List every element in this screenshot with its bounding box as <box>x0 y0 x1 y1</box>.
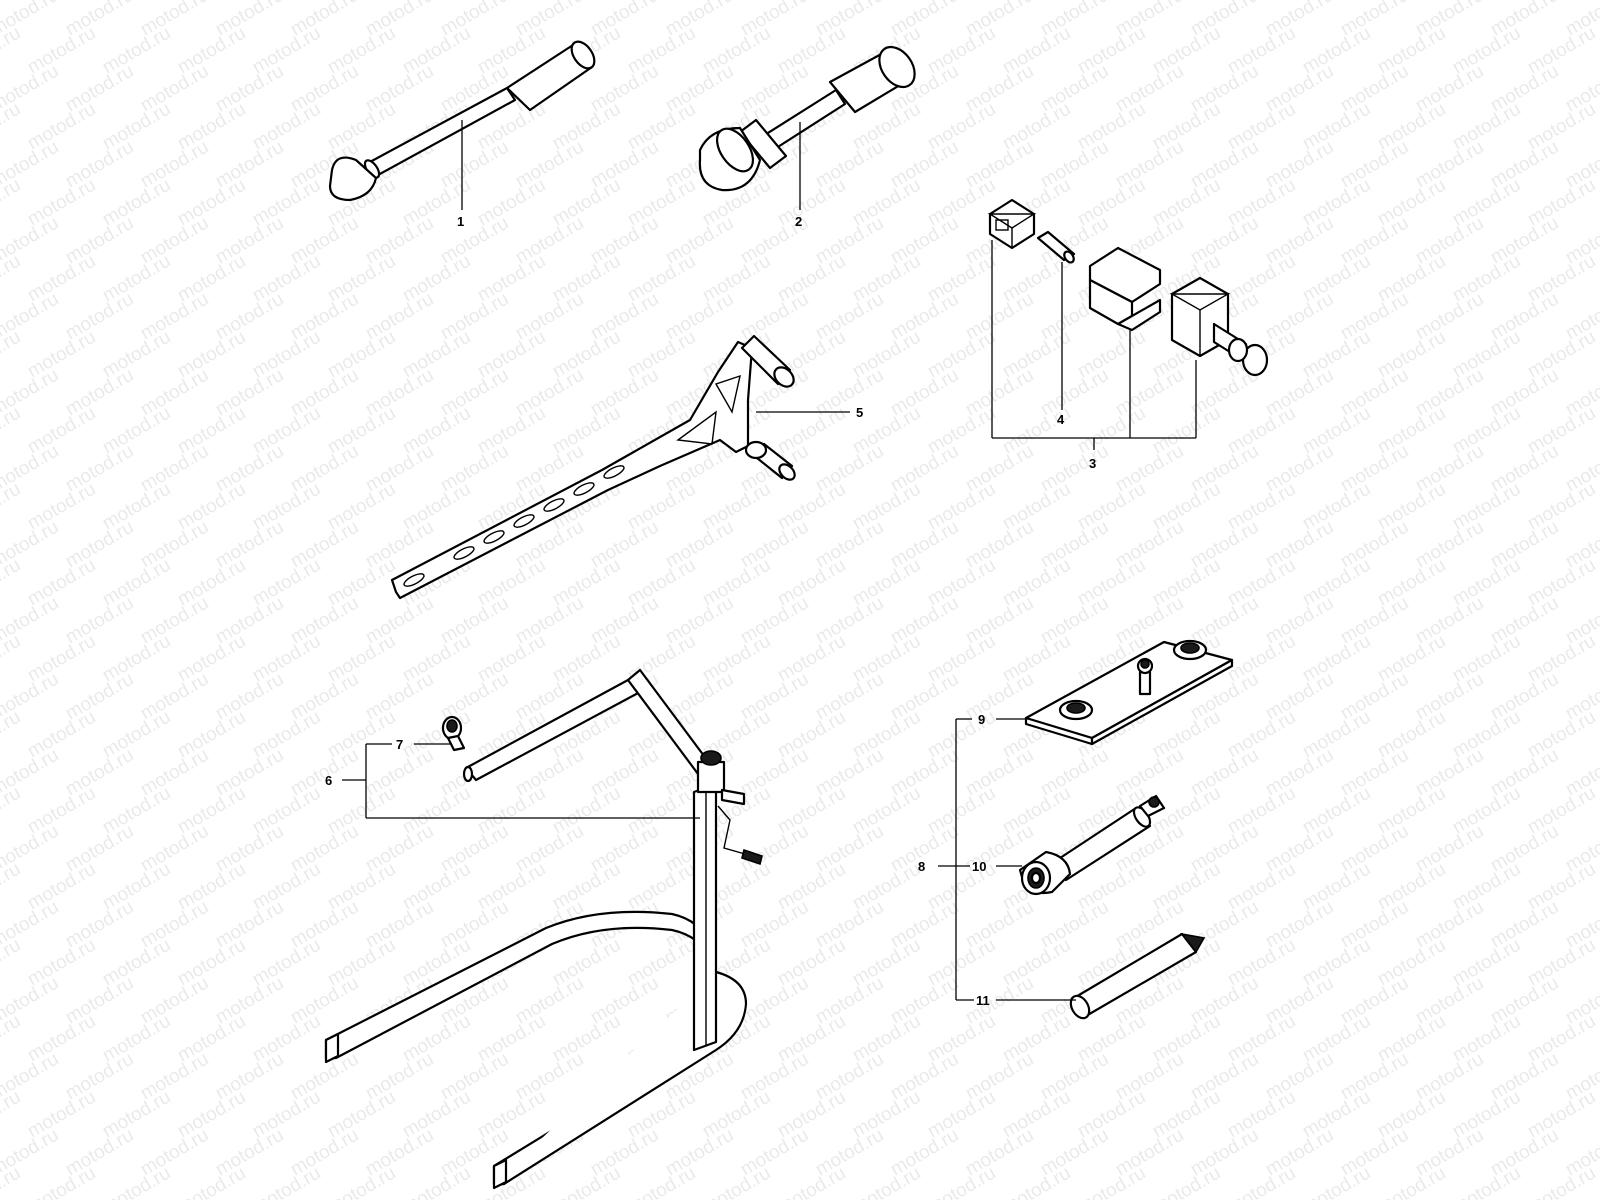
watermark-text: motod.ru <box>249 1163 324 1200</box>
watermark-text: motod.ru <box>24 1163 99 1200</box>
callout-label-7: 7 <box>396 737 403 752</box>
watermark-text: motod.ru <box>324 1163 399 1200</box>
watermark-text: motod.ru <box>0 403 24 459</box>
callout-label-11: 11 <box>976 993 990 1008</box>
watermark-text: motod.ru <box>699 1163 774 1200</box>
callout-label-10: 10 <box>972 859 986 874</box>
watermark-text: motod.ru <box>174 1163 249 1200</box>
watermark-text: motod.ru <box>1524 1163 1599 1200</box>
watermark-text: motod.ru <box>774 1163 849 1200</box>
watermark-text: motod.ru <box>0 631 24 687</box>
watermark-text: motod.ru <box>0 1163 24 1200</box>
watermark-text: motod.ru <box>0 859 24 915</box>
watermark-text: motod.ru <box>1374 1163 1449 1200</box>
watermark-text: motod.ru <box>0 783 24 839</box>
watermark-text: motod.ru <box>1299 1163 1374 1200</box>
watermark-text: motod.ru <box>0 327 24 383</box>
watermark-text: motod.ru <box>1074 1163 1149 1200</box>
watermark-text: motod.ru <box>0 479 24 535</box>
watermark-text: motod.ru <box>0 23 24 79</box>
watermark-text: motod.ru <box>99 1163 174 1200</box>
watermark-text: motod.ru <box>0 175 24 231</box>
callout-label-3: 3 <box>1089 456 1096 471</box>
callout-label-1: 1 <box>457 214 464 229</box>
watermark-text: motod.ru <box>849 1163 924 1200</box>
watermark-text: motod.ru <box>399 1163 474 1200</box>
callout-label-6: 6 <box>325 773 332 788</box>
callout-label-8: 8 <box>918 859 925 874</box>
callout-label-5: 5 <box>856 405 863 420</box>
watermark-text: motod.ru <box>0 1087 24 1143</box>
watermark-text: motod.ru <box>0 1011 24 1067</box>
watermark-text: motod.ru <box>1224 1163 1299 1200</box>
watermark-text: motod.ru <box>1149 1163 1224 1200</box>
callout-label-9: 9 <box>978 712 985 727</box>
watermark-text: motod.ru <box>1449 1163 1524 1200</box>
watermark-text: motod.ru <box>924 1163 999 1200</box>
watermark-text: motod.ru <box>0 707 24 763</box>
watermark-text: motod.ru <box>999 1163 1074 1200</box>
callout-label-4: 4 <box>1057 412 1065 427</box>
watermark-text: motod.ru <box>624 1163 699 1200</box>
watermark-text: motod.ru <box>0 555 24 611</box>
watermark-text: motod.ru <box>0 99 24 155</box>
watermark-text: motod.ru <box>549 1163 624 1200</box>
watermark-text: motod.ru <box>0 935 24 991</box>
callout-label-2: 2 <box>795 214 802 229</box>
watermark-text: motod.ru <box>0 251 24 307</box>
